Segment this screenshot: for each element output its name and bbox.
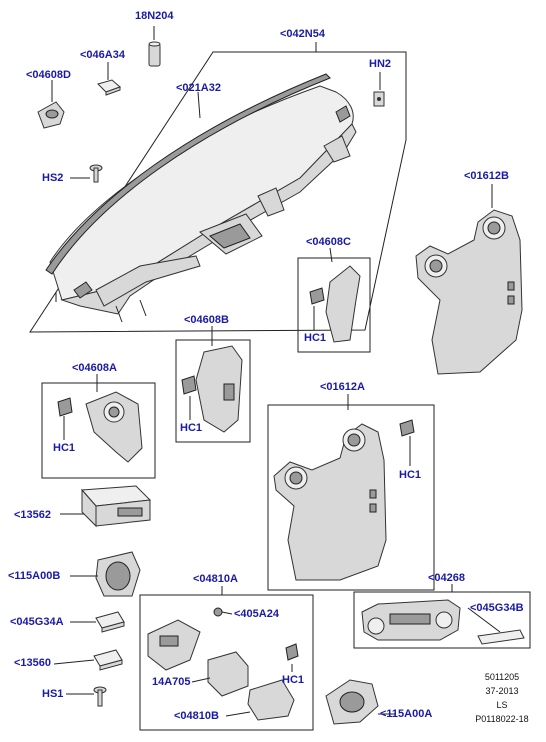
part-04608A-bezel [57,391,143,463]
frame-04268 [353,591,531,649]
frame-04608B [175,339,251,443]
ref-date: 37-2013 [485,686,519,696]
label-021A32: <021A32 [176,82,221,94]
label-04608B: <04608B [184,314,229,326]
part-115A00B-vent [95,551,141,597]
ref-number: 5011205 [484,672,520,682]
label-01612A: <01612A [320,381,365,393]
label-18N204: 18N204 [135,10,174,22]
part-HS2-screw [89,164,103,183]
frame-04810A [139,594,314,731]
part-HN2-clip [373,91,385,107]
part-18N204-cylinder [148,41,161,67]
part-13562-switch [80,485,152,528]
label-HC1-04810A: HC1 [282,674,305,686]
part-01612B-console [415,209,523,375]
label-042N54: <042N54 [280,28,325,40]
label-045G34A: <045G34A [10,616,64,628]
frame-042N54 [29,51,407,333]
label-04608D: <04608D [26,69,71,81]
label-HN2: HN2 [369,58,392,70]
part-045G34A-pad [95,611,125,633]
label-HS1: HS1 [42,688,64,700]
part-HS1-screw [93,686,107,707]
label-405A24: <405A24 [234,608,279,620]
frame-01612A [267,404,435,591]
label-115A00B: <115A00B [8,570,61,582]
label-HS2: HS2 [42,172,64,184]
label-HC1-04608C: HC1 [304,332,327,344]
part-01612A-console [273,419,415,581]
part-04810A-mechanism [147,607,299,721]
label-115A00A: <115A00A [380,708,433,720]
part-04608C-panel [309,265,361,343]
label-HC1-04608A: HC1 [53,442,76,454]
label-04810A: <04810A [193,573,238,585]
label-04268: <04268 [428,572,466,584]
label-04810B: <04810B [174,710,219,722]
label-13562: <13562 [14,509,52,521]
label-HC1-04608B: HC1 [180,422,203,434]
part-04268-panel [361,599,461,641]
part-021A32-dashboard [45,73,357,323]
label-045G34B: <045G34B [470,602,524,614]
label-14A705: 14A705 [152,676,191,688]
label-13560: <13560 [14,657,52,669]
part-13560-pad [93,649,123,671]
ref-illustration-id: P0118022-18 [475,714,529,724]
label-04608A: <04608A [72,362,117,374]
label-04608C: <04608C [306,236,351,248]
part-115A00A-vent [325,679,379,725]
frame-04608A [41,382,156,479]
part-04608D-bezel [37,101,65,129]
label-01612B: <01612B [464,170,509,182]
part-045G34B-strip [477,629,525,645]
label-HC1-01612A: HC1 [399,469,422,481]
part-04608B-panel [181,345,243,433]
label-046A34: <046A34 [80,49,125,61]
ref-model: LS [496,700,508,710]
part-046A34-pad [97,79,121,96]
frame-04608C [297,257,371,353]
